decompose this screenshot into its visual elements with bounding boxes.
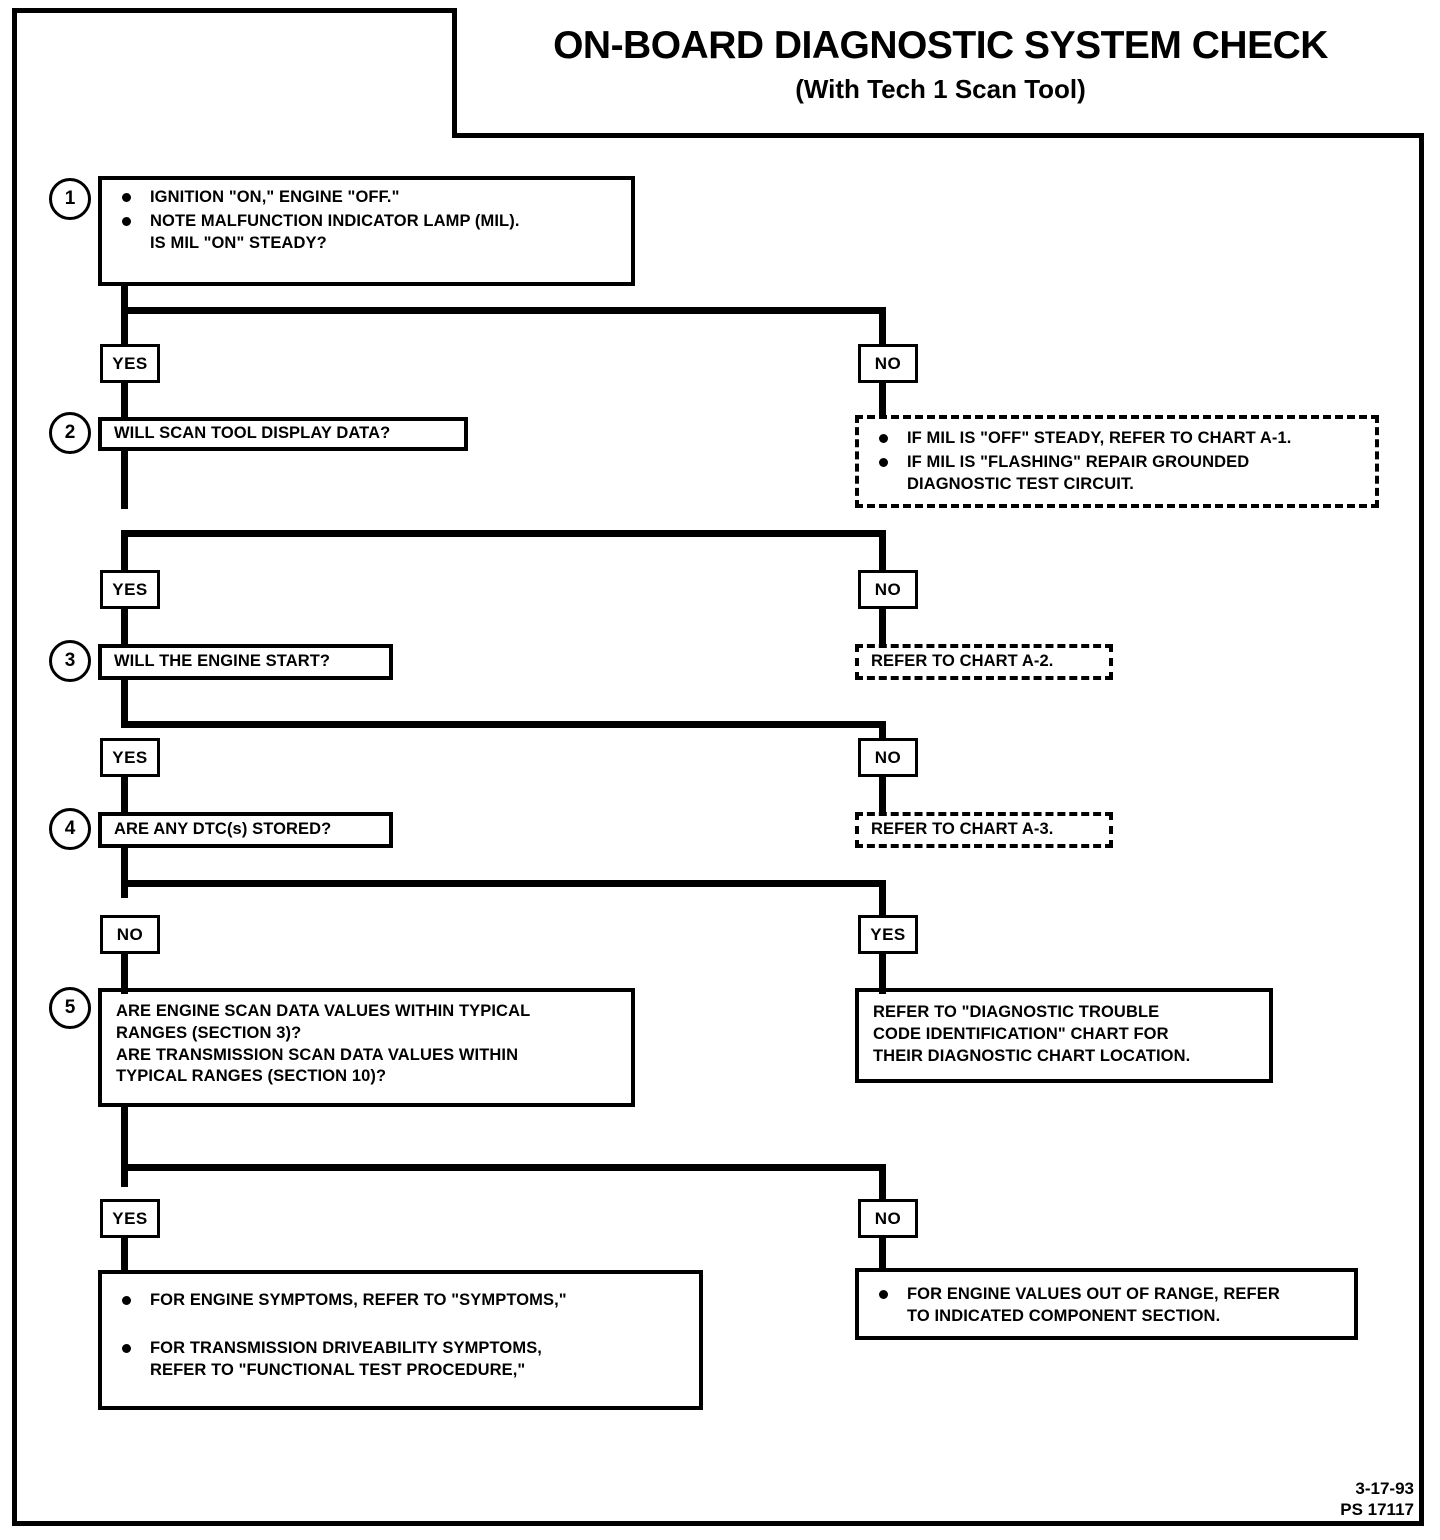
list-item: FOR TRANSMISSION DRIVEABILITY SYMPTOMS, … xyxy=(114,1338,689,1382)
connector-5-across xyxy=(121,1164,886,1171)
chart-a3-text: REFER TO CHART A-3. xyxy=(871,820,1054,839)
step-5-box: ARE ENGINE SCAN DATA VALUES WITHIN TYPIC… xyxy=(98,988,635,1107)
branch-tag-no-3: NO xyxy=(858,738,918,777)
connector-4-yes-down xyxy=(879,954,886,994)
step-number-2: 2 xyxy=(49,412,91,454)
branch-tag-no-5: NO xyxy=(858,1199,918,1238)
branch-tag-yes-4: YES xyxy=(858,915,918,954)
connector-2-across xyxy=(121,530,886,537)
footer-doc-id: PS 17117 xyxy=(1340,1499,1414,1519)
step-3-box: WILL THE ENGINE START? xyxy=(98,644,393,680)
connector-3-across xyxy=(121,721,886,728)
page-title: ON-BOARD DIAGNOSTIC SYSTEM CHECK xyxy=(553,24,1328,67)
connector-4-across xyxy=(121,880,886,887)
symptoms-bullet-2: FOR TRANSMISSION DRIVEABILITY SYMPTOMS, xyxy=(150,1338,542,1357)
footer-date: 3-17-93 xyxy=(1355,1478,1414,1498)
dtc-identification-box: REFER TO "DIAGNOSTIC TROUBLE CODE IDENTI… xyxy=(855,988,1273,1083)
step-1-bullet-2: NOTE MALFUNCTION INDICATOR LAMP (MIL). xyxy=(150,211,520,230)
bullet-icon xyxy=(122,193,131,202)
step-1-bullet-2-cont: IS MIL "ON" STEADY? xyxy=(150,233,327,252)
out-of-range-outcome-box: FOR ENGINE VALUES OUT OF RANGE, REFER TO… xyxy=(855,1268,1358,1340)
bullet-icon xyxy=(879,434,888,443)
symptoms-outcome-box: FOR ENGINE SYMPTOMS, REFER TO "SYMPTOMS,… xyxy=(98,1270,703,1410)
step-5-line-2: RANGES (SECTION 3)? xyxy=(116,1023,302,1042)
connector-3-down xyxy=(121,680,128,728)
bullet-icon xyxy=(122,1343,131,1353)
step-5-line-3: ARE TRANSMISSION SCAN DATA VALUES WITHIN xyxy=(116,1045,519,1064)
step-number-3: 3 xyxy=(49,640,91,682)
mil-bullet-1: IF MIL IS "OFF" STEADY, REFER TO CHART A… xyxy=(907,429,1292,447)
connector-1-yes-down xyxy=(121,383,128,418)
list-item: NOTE MALFUNCTION INDICATOR LAMP (MIL). I… xyxy=(114,211,621,255)
connector-3-right-down xyxy=(879,721,886,738)
step-number-1: 1 xyxy=(49,178,91,220)
connector-2-down xyxy=(121,451,128,509)
chart-a2-text: REFER TO CHART A-2. xyxy=(871,652,1054,671)
connector-2-no-down xyxy=(879,609,886,644)
connector-2-yes-down xyxy=(121,609,128,645)
connector-4-no-down xyxy=(121,954,128,994)
step-4-box: ARE ANY DTC(s) STORED? xyxy=(98,812,393,848)
step-5-line-4: TYPICAL RANGES (SECTION 10)? xyxy=(116,1067,387,1086)
step-number-5: 5 xyxy=(49,987,91,1029)
list-item: IGNITION "ON," ENGINE "OFF." xyxy=(114,187,621,209)
list-item: FOR ENGINE VALUES OUT OF RANGE, REFER TO… xyxy=(871,1284,1344,1328)
bullet-icon xyxy=(879,1290,888,1299)
step-2-text: WILL SCAN TOOL DISPLAY DATA? xyxy=(114,424,391,443)
connector-4-right-down xyxy=(879,880,886,915)
step-2-box: WILL SCAN TOOL DISPLAY DATA? xyxy=(98,417,468,451)
dtc-line-1: REFER TO "DIAGNOSTIC TROUBLE xyxy=(873,1003,1160,1021)
connector-4-down xyxy=(121,848,128,898)
dtc-line-3: THEIR DIAGNOSTIC CHART LOCATION. xyxy=(873,1046,1191,1065)
chart-a3-box: REFER TO CHART A-3. xyxy=(855,812,1113,848)
connector-1-down xyxy=(121,286,128,344)
symptoms-bullet-2-cont: REFER TO "FUNCTIONAL TEST PROCEDURE," xyxy=(150,1360,526,1379)
step-number-4: 4 xyxy=(49,808,91,850)
bullet-icon xyxy=(122,216,131,226)
symptoms-bullet-1: FOR ENGINE SYMPTOMS, REFER TO "SYMPTOMS,… xyxy=(150,1291,567,1309)
bullet-icon xyxy=(122,1296,131,1305)
chart-a2-box: REFER TO CHART A-2. xyxy=(855,644,1113,680)
connector-1-right-down xyxy=(879,307,886,344)
bullet-icon xyxy=(879,457,888,467)
mil-outcome-box: IF MIL IS "OFF" STEADY, REFER TO CHART A… xyxy=(855,415,1379,508)
list-item: FOR ENGINE SYMPTOMS, REFER TO "SYMPTOMS,… xyxy=(114,1290,689,1312)
out-of-range-bullet-1: FOR ENGINE VALUES OUT OF RANGE, REFER xyxy=(907,1285,1280,1303)
connector-5-yes-down xyxy=(121,1238,128,1272)
branch-tag-yes-3: YES xyxy=(100,738,160,777)
footer: 3-17-93 PS 17117 xyxy=(1340,1478,1414,1521)
connector-2-left-down xyxy=(121,530,128,570)
title-block: ON-BOARD DIAGNOSTIC SYSTEM CHECK (With T… xyxy=(452,8,1424,138)
mil-bullet-2: IF MIL IS "FLASHING" REPAIR GROUNDED xyxy=(907,452,1250,471)
connector-1-no-down xyxy=(879,383,886,415)
dtc-line-2: CODE IDENTIFICATION" CHART FOR xyxy=(873,1024,1169,1043)
connector-5-no-down xyxy=(879,1238,886,1268)
connector-5-down xyxy=(121,1107,128,1187)
step-4-text: ARE ANY DTC(s) STORED? xyxy=(114,820,332,839)
branch-tag-yes-2: YES xyxy=(100,570,160,609)
branch-tag-yes-1: YES xyxy=(100,344,160,383)
step-5-line-1: ARE ENGINE SCAN DATA VALUES WITHIN TYPIC… xyxy=(116,1002,531,1020)
mil-bullet-2-cont: DIAGNOSTIC TEST CIRCUIT. xyxy=(907,474,1134,493)
branch-tag-no-1: NO xyxy=(858,344,918,383)
list-item: IF MIL IS "FLASHING" REPAIR GROUNDED DIA… xyxy=(871,452,1365,496)
branch-tag-no-4: NO xyxy=(100,915,160,954)
page-subtitle: (With Tech 1 Scan Tool) xyxy=(795,74,1086,104)
step-3-text: WILL THE ENGINE START? xyxy=(114,652,331,671)
connector-2-right-down xyxy=(879,530,886,570)
branch-tag-yes-5: YES xyxy=(100,1199,160,1238)
connector-3-yes-down xyxy=(121,777,128,813)
step-1-box: IGNITION "ON," ENGINE "OFF." NOTE MALFUN… xyxy=(98,176,635,286)
connector-1-across xyxy=(121,307,886,314)
connector-5-right-down xyxy=(879,1164,886,1199)
branch-tag-no-2: NO xyxy=(858,570,918,609)
out-of-range-bullet-1-cont: TO INDICATED COMPONENT SECTION. xyxy=(907,1306,1221,1325)
list-item: IF MIL IS "OFF" STEADY, REFER TO CHART A… xyxy=(871,428,1365,450)
step-1-bullet-1: IGNITION "ON," ENGINE "OFF." xyxy=(150,188,400,206)
connector-3-no-down xyxy=(879,777,886,812)
